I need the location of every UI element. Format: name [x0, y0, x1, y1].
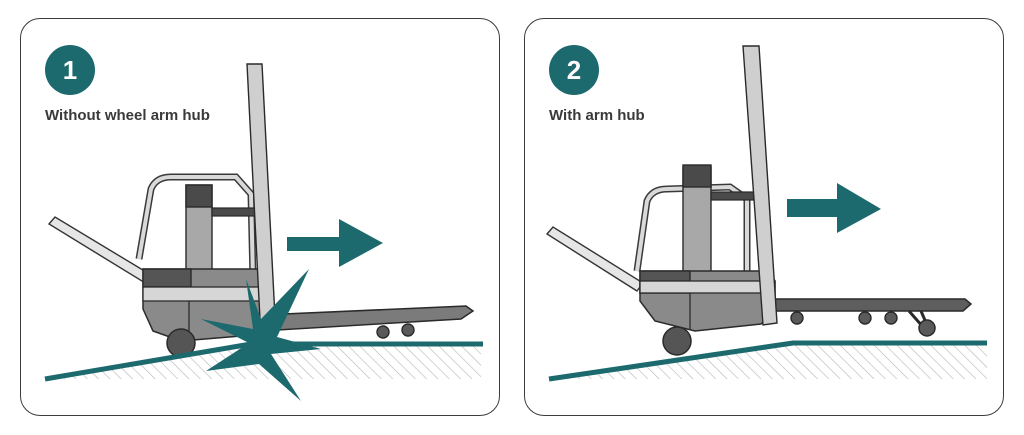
panel-with-arm-hub: 2 With arm hub — [524, 18, 1004, 416]
tiller-handle — [545, 226, 645, 292]
step-number-badge: 2 — [549, 45, 599, 95]
mast — [742, 45, 778, 326]
truck-scene — [44, 63, 483, 401]
step-number-badge: 1 — [45, 45, 95, 95]
pallet-truck-icon — [633, 164, 776, 356]
panel-without-arm-hub: 1 Without wheel arm hub — [20, 18, 500, 416]
arrow-right-icon — [787, 183, 881, 233]
fork-platform — [768, 298, 973, 325]
impact-burst-icon — [201, 269, 321, 401]
arrow-right-icon — [287, 219, 383, 267]
ramp-icon — [548, 340, 987, 382]
panel-caption: Without wheel arm hub — [45, 107, 210, 124]
truck-scene — [545, 45, 987, 382]
arm-hub-wheel-icon — [907, 310, 936, 337]
ground-hatch — [549, 343, 987, 379]
panel-caption: With arm hub — [549, 107, 645, 124]
fork-platform — [260, 305, 475, 339]
